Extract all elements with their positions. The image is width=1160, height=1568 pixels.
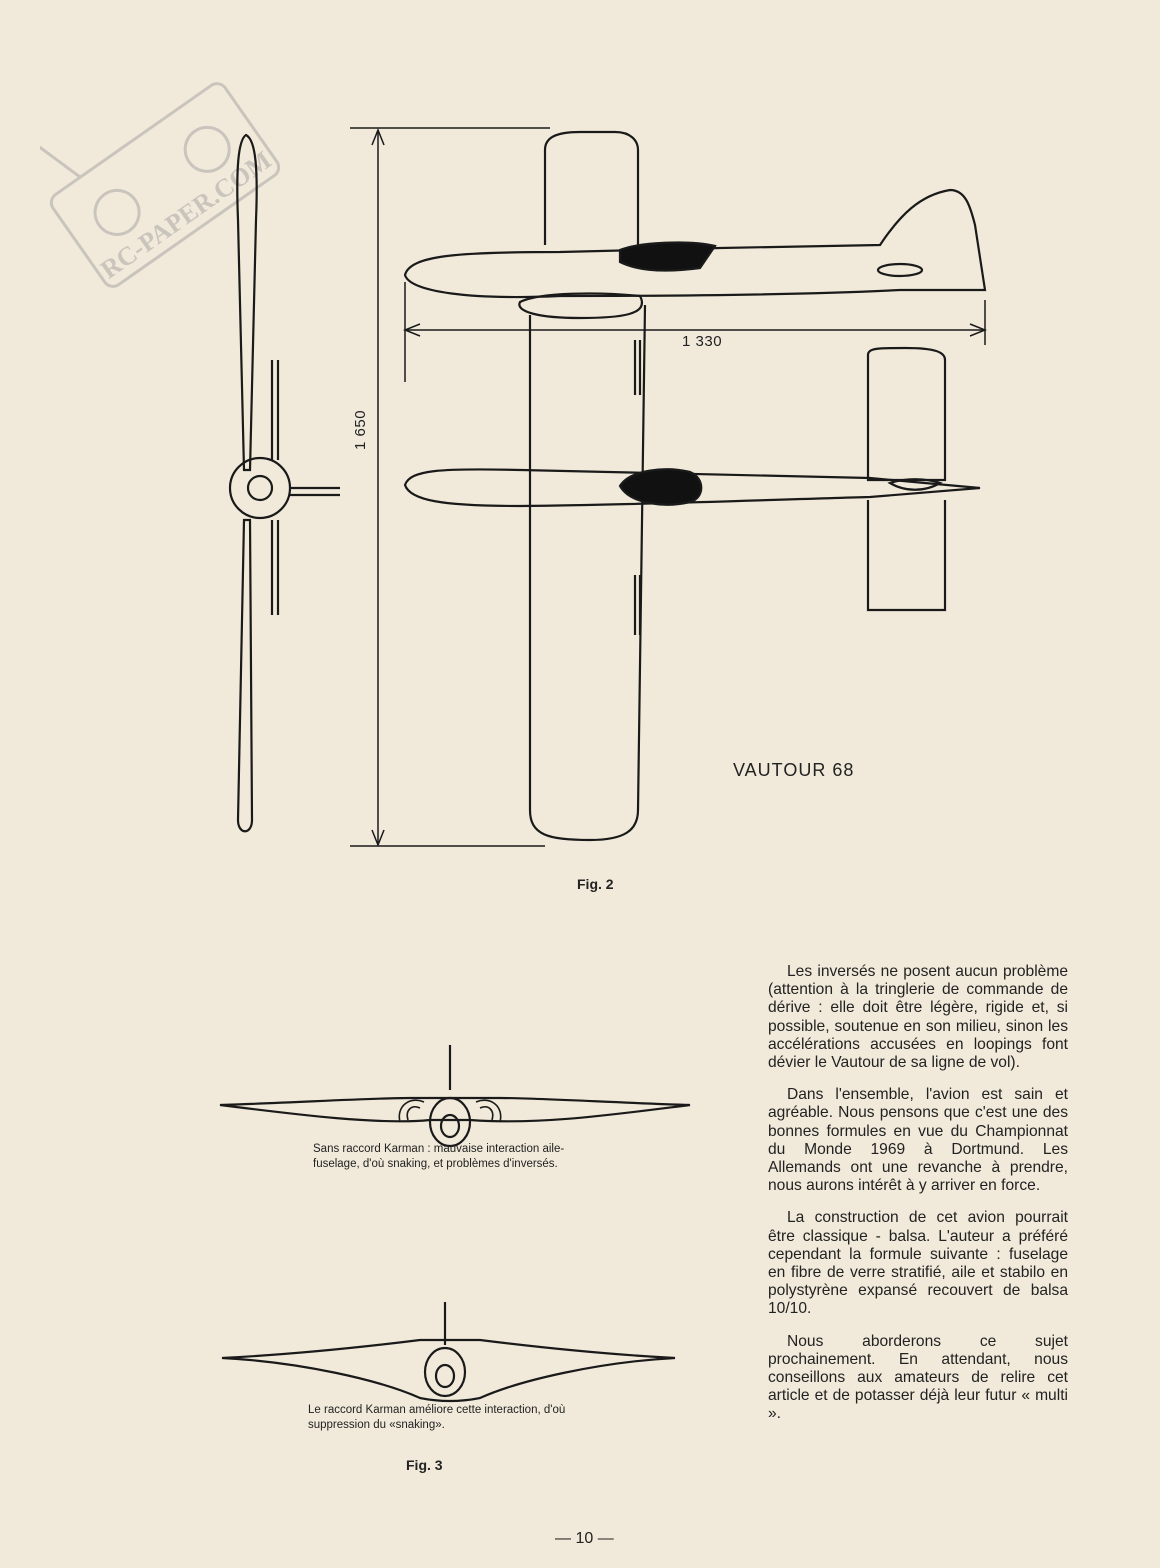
page-number: — 10 —	[555, 1530, 614, 1547]
side-view	[403, 130, 987, 320]
paragraph: Les inversés ne posent aucun problème (a…	[768, 963, 1068, 1072]
figure-3-label: Fig. 3	[406, 1457, 443, 1473]
plan-view	[403, 304, 981, 842]
span-dimension-line	[350, 127, 550, 848]
span-dimension-label: 1 650	[352, 409, 369, 450]
rc-paper-watermark-stamp: RC-PAPER.COM	[40, 82, 281, 288]
article-text: Les inversés ne posent aucun problème (a…	[768, 963, 1068, 1438]
front-view	[228, 133, 340, 833]
paragraph: Dans l'ensemble, l'avion est sain et agr…	[768, 1086, 1068, 1195]
paragraph: Nous aborderons ce sujet prochainement. …	[768, 1332, 1068, 1423]
length-dimension-label: 1 330	[682, 333, 723, 350]
karman-diagram-with-fillet	[221, 1302, 676, 1403]
length-dimension-line	[402, 282, 988, 382]
paragraph: La construction de cet avion pourrait êt…	[768, 1209, 1068, 1318]
caption-with-fillet: Le raccord Karman améliore cette interac…	[308, 1404, 566, 1431]
model-name: VAUTOUR 68	[733, 760, 855, 780]
figure-2-label: Fig. 2	[577, 876, 614, 892]
dial-icon	[93, 188, 141, 236]
karman-diagram-without-fillet	[219, 1045, 691, 1148]
caption-without-fillet: Sans raccord Karman : mauvaise interacti…	[313, 1143, 565, 1170]
